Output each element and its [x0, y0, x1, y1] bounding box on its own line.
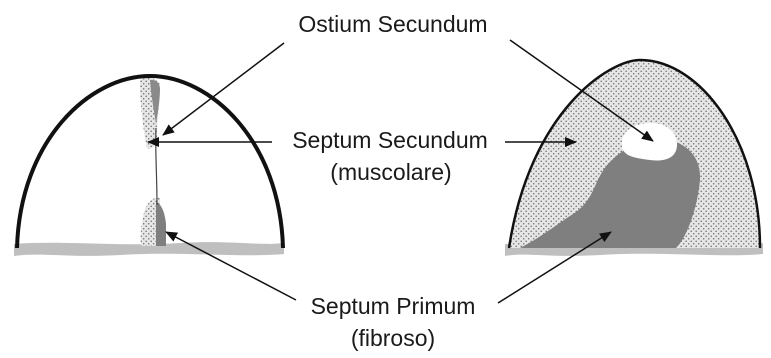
left-septum-primum-lower: [156, 202, 166, 246]
arrow-septum-primum-to-left: [166, 232, 296, 300]
right-ostium-secundum-hole: [622, 123, 677, 161]
label-septum-secundum: Septum Secundum: [292, 125, 488, 155]
label-septum-secundum-sub: (muscolare): [330, 157, 451, 187]
label-ostium-secundum: Ostium Secundum: [298, 9, 487, 39]
arrow-ostium-to-left: [163, 43, 284, 135]
label-septum-primum-sub: (fibroso): [351, 323, 435, 353]
label-septum-primum: Septum Primum: [311, 291, 476, 321]
right-atrium-cross-section: [505, 55, 765, 256]
left-atrium-cross-section: [14, 76, 284, 256]
